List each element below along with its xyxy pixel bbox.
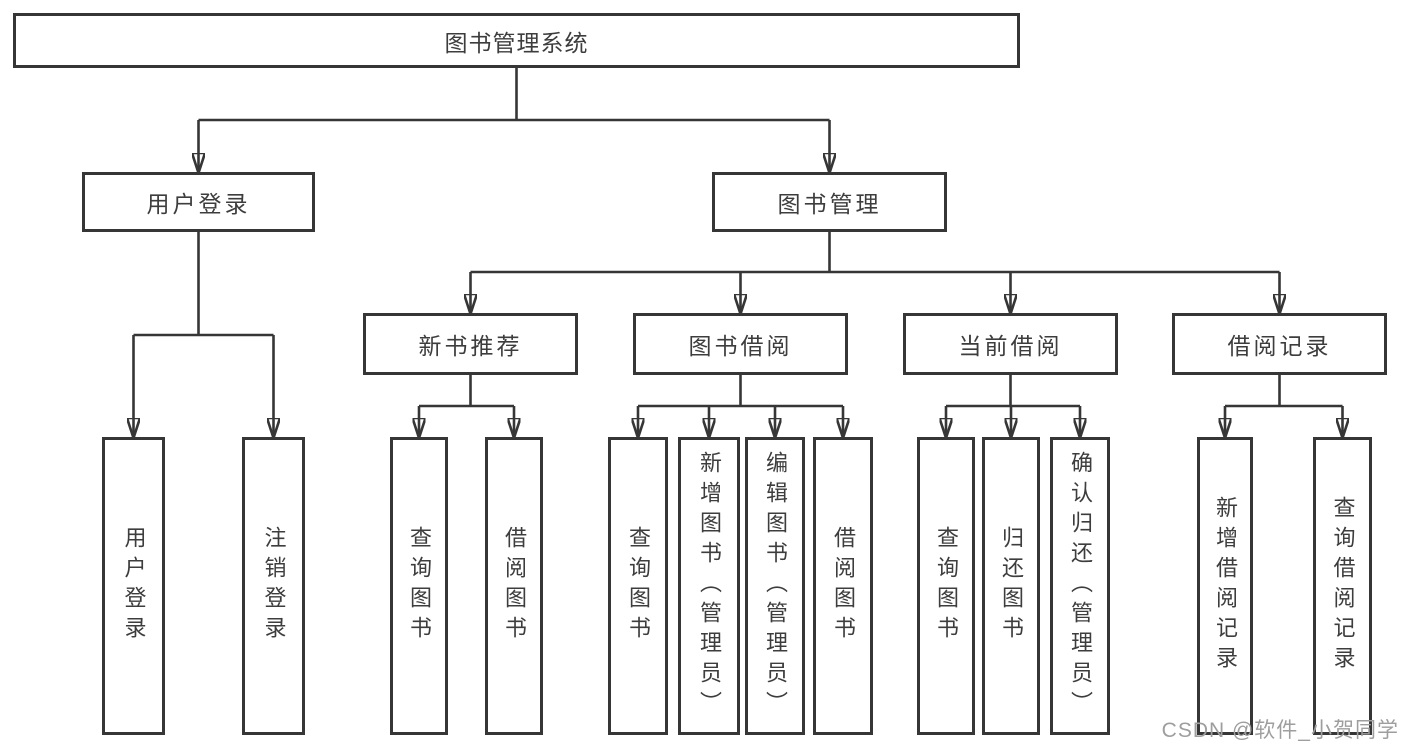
connector-borrow-record-children	[1225, 375, 1343, 437]
connector-new-book-children	[419, 375, 514, 437]
node-label: 确认归还（管理员）	[1068, 451, 1093, 721]
node-library-system: 图书管理系统	[13, 13, 1020, 68]
node-book-management: 图书管理	[712, 172, 947, 232]
node-label: 图书管理系统	[444, 29, 589, 56]
leaf-logout: 注销登录	[242, 437, 305, 735]
leaf-edit-book-admin: 编辑图书（管理员）	[745, 437, 805, 735]
node-label: 图书管理	[777, 191, 882, 217]
node-new-book-recommend: 新书推荐	[363, 313, 578, 375]
node-label: 归还图书	[999, 526, 1024, 646]
node-label: 用户登录	[121, 526, 147, 646]
leaf-query-borrow-record: 查询借阅记录	[1313, 437, 1372, 735]
node-label: 借阅图书	[502, 526, 527, 646]
leaf-query-books-current: 查询图书	[917, 437, 975, 735]
leaf-add-borrow-record: 新增借阅记录	[1197, 437, 1253, 735]
connector-book-borrow-children	[638, 375, 843, 437]
csdn-watermark: CSDN @软件_小贺同学	[1161, 719, 1399, 742]
node-label: 新书推荐	[418, 333, 523, 359]
leaf-borrow-books: 借阅图书	[813, 437, 873, 735]
node-label: 图书借阅	[688, 333, 793, 359]
node-label: 用户登录	[146, 191, 251, 217]
leaf-add-book-admin: 新增图书（管理员）	[678, 437, 740, 735]
leaf-return-book: 归还图书	[982, 437, 1040, 735]
connector-book-management-children	[471, 232, 1280, 313]
node-label: 借阅记录	[1227, 333, 1332, 359]
leaf-user-login: 用户登录	[102, 437, 165, 735]
node-current-borrow: 当前借阅	[903, 313, 1118, 375]
node-label: 借阅图书	[831, 526, 856, 646]
connector-current-borrow-children	[946, 375, 1080, 437]
connector-user-login-children	[134, 232, 274, 437]
node-label: 编辑图书（管理员）	[763, 451, 788, 721]
leaf-query-books-recommend: 查询图书	[390, 437, 448, 735]
node-borrow-records: 借阅记录	[1172, 313, 1387, 375]
node-book-borrow: 图书借阅	[633, 313, 848, 375]
node-label: 查询图书	[407, 526, 432, 646]
leaf-confirm-return-admin: 确认归还（管理员）	[1050, 437, 1110, 735]
node-user-login: 用户登录	[82, 172, 315, 232]
node-label: 查询图书	[626, 526, 651, 646]
node-label: 新增借阅记录	[1213, 496, 1238, 676]
node-label: 查询图书	[934, 526, 959, 646]
node-label: 查询借阅记录	[1330, 496, 1356, 676]
node-label: 当前借阅	[958, 333, 1063, 359]
node-label: 注销登录	[261, 526, 287, 646]
leaf-borrow-books-recommend: 借阅图书	[485, 437, 543, 735]
node-label: 新增图书（管理员）	[697, 451, 722, 721]
leaf-query-books-borrow: 查询图书	[608, 437, 668, 735]
connector-root-to-level2	[199, 68, 830, 172]
